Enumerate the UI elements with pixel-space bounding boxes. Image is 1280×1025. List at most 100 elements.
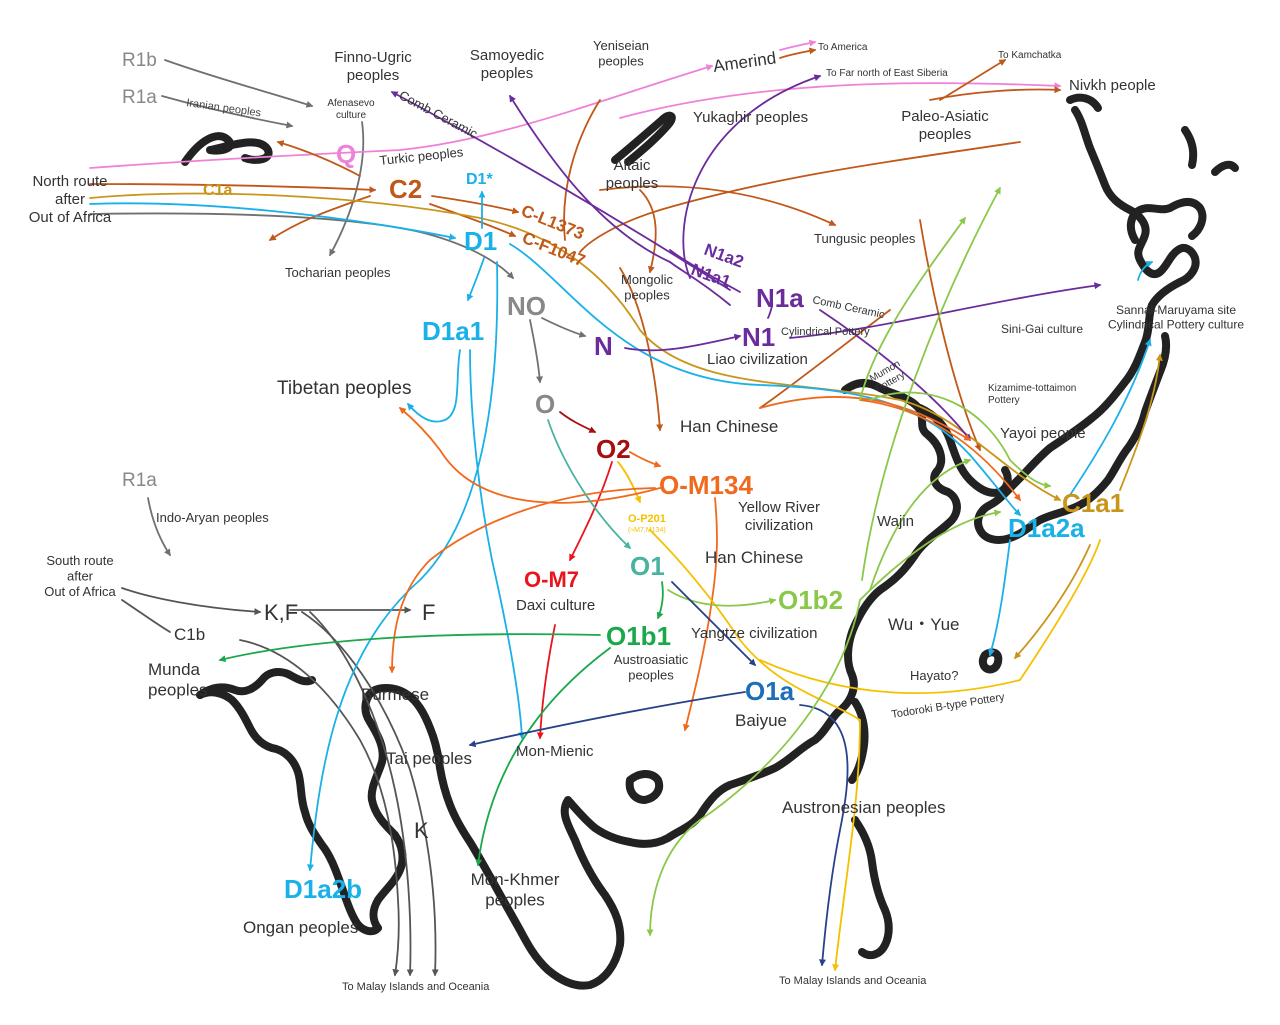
route-no-o (529, 319, 543, 384)
label-nivkh: Nivkh people (1069, 77, 1156, 94)
route-o2-op201 (617, 461, 642, 504)
coast-sakhalin (1181, 126, 1198, 169)
label-mumon: MumonPottery (868, 358, 908, 395)
route-south-kf (121, 587, 262, 616)
route-c2-f1047 (429, 203, 517, 237)
label-d1a2a: D1a2a (1008, 513, 1085, 543)
route-o1b2-yayoi (869, 391, 1052, 489)
route-c2-west (276, 140, 361, 177)
label-d1a1: D1a1 (422, 316, 484, 346)
route-d1a1-mon (469, 349, 526, 740)
label-r1a-north: R1a (122, 87, 157, 108)
label-ongan: Ongan peoples (243, 918, 358, 937)
route-d1a1-tibetan (407, 349, 461, 423)
coast-baikal (611, 111, 676, 166)
route-o-o1 (547, 419, 632, 549)
route-o2-om134 (629, 451, 662, 468)
label-d1star: D1* (466, 171, 493, 188)
route-o1a-malay (799, 704, 849, 967)
route-n1-korea (819, 309, 971, 442)
label-c1a1: C1a1 (1062, 488, 1124, 518)
route-om134-south (682, 599, 713, 732)
route-n1-n1a (767, 305, 773, 319)
label-o2: O2 (596, 434, 631, 464)
route-om134-han (711, 497, 718, 601)
route-c2-l1373 (431, 195, 520, 215)
route-d1a2a-hokkaido (1137, 260, 1154, 281)
label-comb-ceramic-1: Comb Ceramic (397, 87, 481, 141)
route-o1b1-monkhmer (475, 647, 611, 867)
route-todoroki (759, 539, 1101, 695)
label-r1a-south: R1a (122, 470, 157, 491)
coast-okhotsk (1066, 93, 1102, 112)
route-r1b (164, 59, 314, 108)
route-o1b2-wajin (859, 509, 1002, 601)
label-tocharian: Tocharian peoples (285, 265, 391, 280)
coast-mainland-asia (196, 379, 961, 990)
label-f: F (422, 600, 435, 625)
route-o1-o1a (671, 581, 756, 666)
route-n1a1 (669, 261, 731, 306)
route-om134-burmese (388, 487, 656, 674)
route-n1-east (789, 282, 1102, 339)
coast-kuril (1211, 160, 1239, 176)
label-austronesian: Austronesian peoples (782, 798, 946, 817)
label-c1b: C1b (174, 625, 205, 644)
label-comb-ceramic-2: Comb Ceramic (811, 294, 886, 321)
route-c1a (89, 192, 1062, 501)
label-sini-gai: Sini-Gai culture (1001, 322, 1083, 336)
route-q-nivkh (619, 82, 1062, 119)
route-o2-om7 (569, 461, 613, 562)
coastlines (181, 93, 1239, 990)
label-wajin: Wajin (877, 513, 914, 530)
route-o1b2-austronesian (646, 599, 861, 937)
route-o1b1-munda (218, 633, 601, 663)
label-no: NO (507, 291, 546, 321)
route-d1-east (509, 243, 1021, 516)
route-d1a2a-south (988, 539, 1011, 657)
label-yangtze: Yangtze civilization (691, 625, 817, 642)
route-o1-o1b1 (656, 581, 664, 620)
coast-taiwan (848, 698, 869, 784)
route-c1b-malay (239, 639, 400, 977)
label-n1a: N1a (756, 283, 804, 313)
label-mon-mienic: Mon-Mienic (516, 743, 594, 760)
coast-hokkaido (1126, 198, 1207, 244)
route-o1-o1b2 (667, 589, 777, 607)
label-to-america: To America (818, 42, 868, 53)
route-c-l1373-yeniseian (563, 99, 601, 241)
route-d1-main (89, 202, 457, 241)
route-n1a2 (669, 249, 741, 293)
route-r1a-north (161, 95, 294, 129)
label-to-far-north: To Far north of East Siberia (826, 68, 948, 79)
route-c2-main (89, 183, 377, 194)
label-to-malay-1: To Malay Islands and Oceania (342, 981, 490, 993)
label-d1: D1 (464, 226, 497, 256)
label-han-chinese-2: Han Chinese (705, 548, 803, 567)
label-iranian: Iranian peoples (186, 97, 263, 119)
label-cyl-pottery: Cylindrical Pottery (781, 326, 870, 338)
label-tai: Tai peoples (386, 749, 472, 768)
route-no-n (541, 317, 587, 338)
route-om134-tibetan (398, 407, 661, 504)
label-amerind: Amerind (712, 48, 777, 76)
coast-korea (916, 404, 1012, 497)
label-o-p201: O-P201 (628, 513, 666, 525)
label-daxi: Daxi culture (516, 597, 595, 614)
route-c-han (759, 309, 891, 409)
label-to-malay-2: To Malay Islands and Oceania (779, 975, 927, 987)
route-c-f1047-south (619, 267, 664, 432)
route-q (89, 64, 714, 169)
route-om134-japan (859, 399, 1021, 502)
label-yayoi: Yayoi people (1000, 425, 1086, 442)
route-om7-mon (536, 624, 556, 740)
